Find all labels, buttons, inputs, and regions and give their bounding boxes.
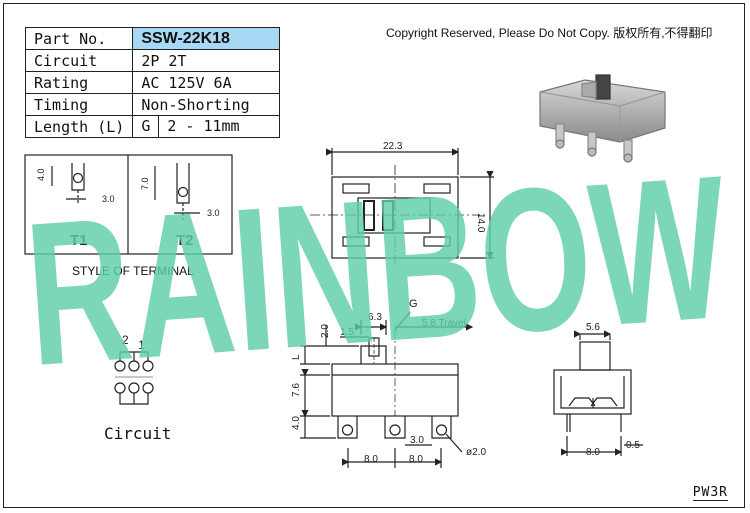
t1-width-dim: 3.0: [102, 194, 115, 204]
spec-value: AC 125V 6A: [132, 71, 281, 94]
pitch-right-dim: 8.0: [409, 454, 423, 465]
switch-photo: [539, 74, 666, 163]
dim-6-3: 6.3: [368, 312, 382, 323]
length-label: Length (L): [24, 115, 134, 138]
watermark-text: RAINBOW: [20, 133, 735, 409]
spec-row-part-no: Part No. SSW-22K18: [24, 27, 281, 50]
t2-width-dim: 3.0: [207, 208, 220, 218]
spec-row-circuit: Circuit 2P 2T: [24, 49, 281, 72]
dim-4-0: 4.0: [291, 416, 302, 430]
length-value: 2 - 11mm: [167, 117, 240, 135]
t2-height-dim: 7.0: [140, 177, 150, 190]
style-of-terminal-label: STYLE OF TERMINAL: [72, 264, 194, 278]
circuit-diagram: 2 1: [114, 333, 154, 405]
front-view-drawing: 2.0 1.5 6.3 G 5.8 Travel L 7.6 4.0 3.0 ø…: [291, 298, 486, 468]
length-cell: G 2 - 11mm: [132, 115, 281, 138]
side-view-drawing: 5.6 8.0 0.5: [553, 322, 643, 458]
spec-value: 2P 2T: [132, 49, 281, 72]
t1-label: T1: [70, 232, 88, 249]
top-view-drawing: 22.3 14.0: [310, 141, 494, 265]
dim-7-6: 7.6: [291, 383, 302, 397]
border-frame: [3, 3, 745, 508]
travel-dim: 5.8 Travel: [422, 318, 466, 329]
label-g: G: [409, 298, 418, 310]
t1-height-dim: 4.0: [36, 168, 46, 181]
pitch-left-dim: 8.0: [364, 454, 378, 465]
dim-1-5: 1.5: [340, 327, 354, 338]
circuit-label: Circuit: [104, 424, 172, 443]
spec-row-rating: Rating AC 125V 6A: [24, 71, 281, 94]
terminal-style-box: 4.0 3.0 7.0 3.0 T1 T2: [24, 154, 233, 255]
top-height-dim: 14.0: [475, 213, 486, 233]
spec-label: Timing: [24, 93, 134, 116]
copyright-notice: Copyright Reserved, Please Do Not Copy. …: [386, 26, 713, 40]
spec-label: Rating: [24, 71, 134, 94]
spec-table: Part No. SSW-22K18 Circuit 2P 2T Rating …: [24, 27, 281, 138]
t2-label: T2: [176, 232, 194, 249]
length-code: G: [141, 117, 151, 135]
hole-dim: ø2.0: [466, 447, 486, 458]
side-top-width-dim: 5.6: [586, 322, 600, 333]
dim-2-0: 2.0: [320, 324, 331, 338]
label-l: L: [291, 354, 302, 360]
spec-row-timing: Timing Non-Shorting: [24, 93, 281, 116]
pin-2-label: 2: [122, 333, 129, 347]
dim-3-0: 3.0: [410, 435, 424, 446]
top-width-dim: 22.3: [383, 141, 403, 152]
drawing-code: PW3R: [692, 485, 728, 501]
pin-1-label: 1: [138, 338, 145, 352]
spec-row-length: Length (L) G 2 - 11mm: [24, 115, 281, 138]
side-pitch-dim: 8.0: [586, 447, 600, 458]
side-thickness-dim: 0.5: [626, 440, 640, 451]
